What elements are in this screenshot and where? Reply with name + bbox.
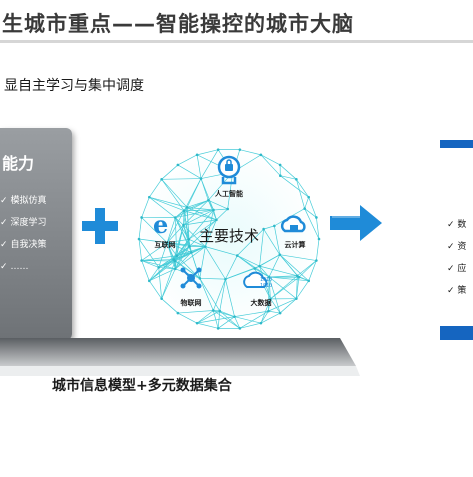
data-platform-base <box>0 338 360 376</box>
right-panel-bottom-bar <box>440 326 473 340</box>
capability-panel: 能力 ✓模拟仿真 ✓深度学习 ✓自我决策 ✓…… <box>0 128 72 340</box>
outcome-item: ✓ 策 <box>447 286 467 296</box>
check-icon: ✓ <box>0 196 8 206</box>
ai-label: 人工智能 <box>215 189 243 198</box>
bigdata-digits-1: 1010 <box>260 277 272 283</box>
outcome-list: ✓ 数 ✓ 资 ✓ 应 ✓ 策 <box>447 214 466 302</box>
bigdata-label: 大数据 <box>251 298 272 307</box>
foundation-caption: 城市信息模型+多元数据集合 <box>52 378 232 394</box>
right-arrow-icon <box>330 205 382 241</box>
outcome-item: ✓ 资 <box>447 242 467 252</box>
check-icon: ✓ <box>0 218 8 228</box>
check-icon: ✓ <box>0 240 8 250</box>
outcome-item: ✓ 数 <box>447 220 467 230</box>
capability-item: ✓深度学习 <box>0 218 47 228</box>
capability-item: ✓自我决策 <box>0 240 47 250</box>
ai-head-icon <box>217 155 241 185</box>
bigdata-icon: 1010 1010 <box>243 271 272 289</box>
internet-label: 互联网 <box>155 240 176 249</box>
plus-icon <box>82 208 118 244</box>
bigdata-digits-2: 1010 <box>260 283 272 289</box>
right-panel-top-bar <box>440 140 473 148</box>
main-technology-label: 主要技术 <box>199 227 259 245</box>
page-title: 生城市重点——智能操控的城市大脑 <box>2 12 354 36</box>
capability-panel-title: 能力 <box>2 154 35 173</box>
title-divider <box>0 40 473 43</box>
svg-text:e: e <box>153 210 168 239</box>
technology-sphere: 人工智能 e 互联网 云计算 主要技术 物联网 1010 1010 大数据 <box>137 147 321 331</box>
capability-item: ✓模拟仿真 <box>0 196 47 206</box>
page-subtitle: 显自主学习与集中调度 <box>4 78 144 94</box>
iot-network-icon <box>180 267 202 289</box>
capability-item: ✓…… <box>0 262 29 272</box>
capability-list: ✓模拟仿真 ✓深度学习 ✓自我决策 ✓…… <box>0 190 47 278</box>
internet-e-icon: e <box>153 210 168 239</box>
cloud-label: 云计算 <box>285 240 306 249</box>
check-icon: ✓ <box>0 262 8 272</box>
outcome-item: ✓ 应 <box>447 264 467 274</box>
iot-label: 物联网 <box>181 298 202 307</box>
cloud-icon <box>280 215 306 233</box>
